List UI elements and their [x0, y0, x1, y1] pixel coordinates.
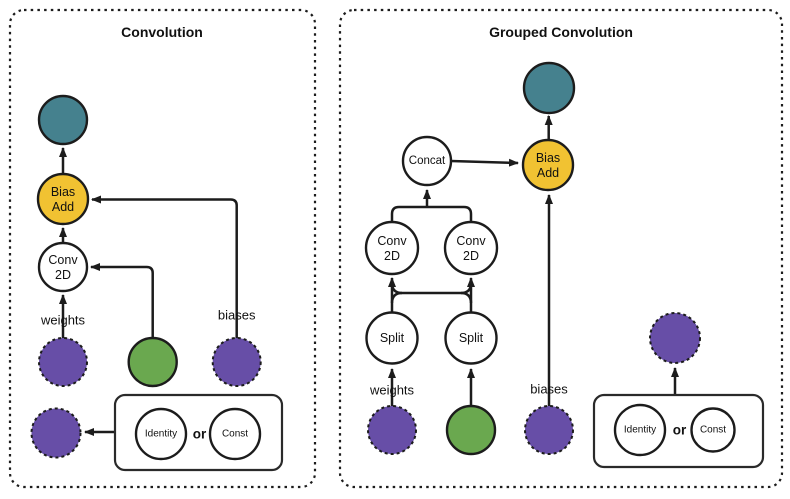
bias-add-label-line2: Add: [537, 166, 559, 180]
edge-split-crossbar: [390, 291, 473, 304]
identity-label: Identity: [145, 429, 177, 440]
identity-label: Identity: [624, 425, 656, 436]
conv2d-right-label-line2: 2D: [463, 249, 479, 263]
weights-tensor-node: [38, 337, 88, 387]
conv2d-left-label-line2: 2D: [384, 249, 400, 263]
conv2d-left-node: [364, 220, 420, 276]
const-node: [208, 407, 262, 461]
weights-label: weights: [40, 313, 86, 328]
convolution-panel-title: Convolution: [121, 24, 203, 40]
legend-tensor-node: [30, 407, 82, 459]
const-node: [690, 407, 736, 453]
conv2d-node: [37, 241, 89, 293]
grouped-convolution-panel: Grouped Convolution Bias Add Concat Conv…: [338, 8, 784, 489]
biases-tensor-node: [524, 405, 574, 455]
identity-node: [613, 403, 667, 457]
conv2d-right-label-line1: Conv: [456, 234, 486, 248]
const-label: Const: [700, 425, 726, 436]
concat-label: Concat: [409, 155, 446, 167]
convolution-panel: Convolution Bias Add Conv 2D weights bia…: [8, 8, 317, 489]
concat-node: [401, 135, 453, 187]
conv2d-right-node: [443, 220, 499, 276]
edge-input-to-conv2d: [90, 263, 154, 338]
split-left-node: [365, 311, 419, 365]
const-label: Const: [222, 429, 248, 440]
bias-add-node: [521, 138, 575, 192]
biases-label: biases: [218, 308, 256, 323]
bias-add-label-line1: Bias: [51, 185, 75, 199]
edge-concat-to-biasadd: [450, 158, 519, 167]
or-label: or: [673, 423, 687, 438]
split-right-node: [444, 311, 498, 365]
edge-conv2d-left-to-concat: [390, 205, 427, 222]
legend-tensor-node: [649, 312, 701, 364]
biases-label: biases: [530, 382, 568, 397]
or-label: or: [193, 427, 207, 442]
grouped-convolution-panel-title: Grouped Convolution: [489, 24, 633, 40]
conv2d-label-line2: 2D: [55, 268, 71, 282]
split-right-label: Split: [459, 331, 484, 345]
weights-label: weights: [369, 383, 415, 398]
output-tensor-node: [522, 61, 576, 115]
edge-crossbar-right-fork: [460, 282, 473, 295]
edge-crossbar-left-fork: [390, 282, 403, 295]
output-tensor-node: [37, 94, 89, 146]
biases-tensor-node: [211, 337, 262, 387]
weights-tensor-node: [367, 405, 417, 455]
conv2d-label-line1: Conv: [48, 253, 78, 267]
bias-add-label-line2: Add: [52, 200, 74, 214]
conv2d-left-label-line1: Conv: [377, 234, 407, 248]
split-left-label: Split: [380, 331, 405, 345]
edge-conv2d-right-to-concat: [427, 205, 473, 222]
bias-add-node: [36, 172, 90, 226]
identity-node: [134, 407, 188, 461]
bias-add-label-line1: Bias: [536, 151, 560, 165]
edge-biases-to-biasadd: [91, 195, 238, 338]
input-tensor-node: [127, 336, 178, 388]
input-tensor-node: [445, 404, 497, 456]
